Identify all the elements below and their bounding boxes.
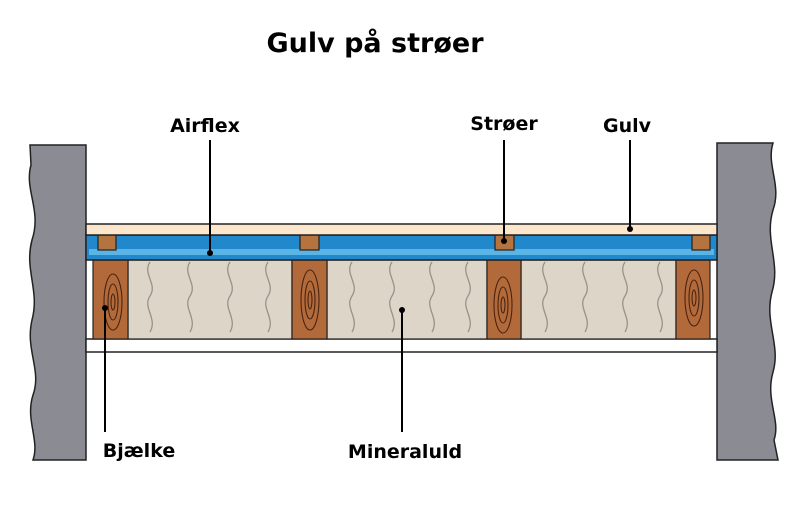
wood-grain	[103, 269, 704, 334]
label-stroer: Strøer	[470, 113, 538, 135]
batten-4	[691, 234, 711, 251]
leader-dots	[102, 226, 633, 313]
leader-lines	[104, 140, 631, 432]
label-airflex: Airflex	[170, 115, 240, 137]
joist-3	[486, 259, 522, 340]
airflex-highlight	[89, 249, 714, 255]
battens	[97, 234, 711, 251]
airflex-layer	[85, 234, 718, 261]
batten-1	[97, 234, 117, 251]
joist-4	[675, 259, 711, 340]
label-gulv: Gulv	[603, 115, 652, 137]
left-wall	[28, 144, 87, 461]
batten-2	[299, 234, 320, 251]
diagram-title: Gulv på strøer	[266, 27, 484, 59]
right-wall	[716, 142, 779, 461]
label-mineraluld: Mineraluld	[348, 441, 462, 463]
label-bjaelke: Bjælke	[103, 440, 175, 462]
wool-texture	[147, 261, 663, 333]
joist-2	[291, 259, 328, 340]
floor-board	[85, 223, 718, 236]
joist-1	[92, 259, 129, 340]
